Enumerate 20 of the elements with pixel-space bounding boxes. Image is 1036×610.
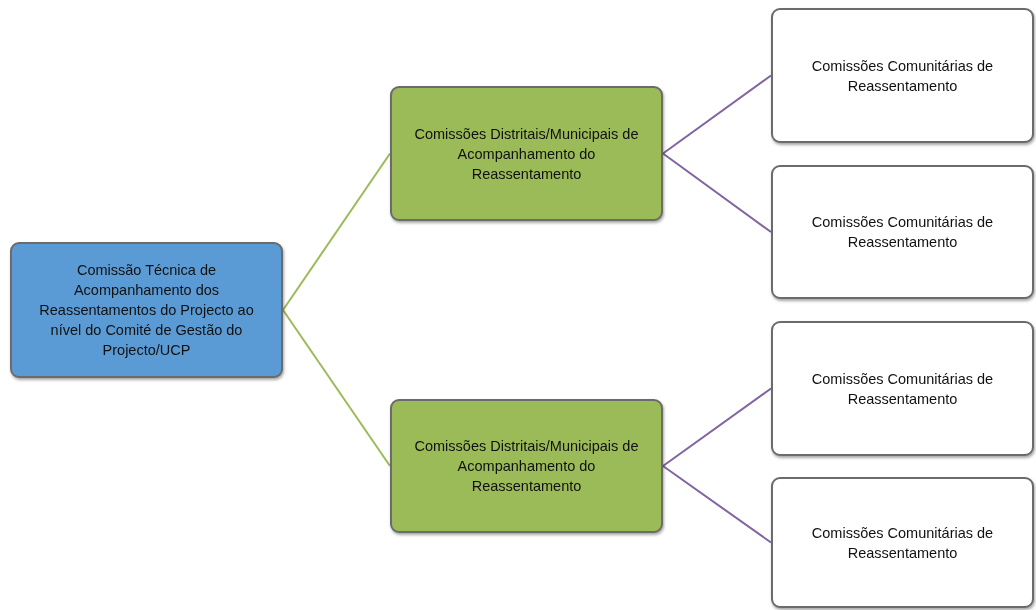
connector-line — [662, 387, 772, 467]
box-label: Comissões Comunitárias de Reassentamento — [810, 213, 995, 252]
org-box — [390, 399, 663, 533]
org-box — [771, 165, 1034, 299]
box-label: Comissões Comunitárias de Reassentamento — [810, 523, 995, 563]
box-label: Comissão Técnica de Acompanhamento dos Reassentamentos do Projecto ao nível do Comité de Gestão do Projecto/UCP — [38, 261, 255, 360]
org-box — [390, 86, 663, 221]
connector-line — [662, 74, 772, 155]
box-label: Comissões Comunitárias de Reassentamento — [810, 56, 995, 96]
connector-line — [282, 309, 391, 467]
org-box — [10, 242, 283, 378]
org-box — [771, 321, 1034, 456]
box-label: Comissões Distritais/Municipais de Acompanhamento do Reassentamento — [413, 437, 640, 496]
connector-line — [662, 152, 772, 233]
connector-line — [662, 465, 772, 544]
connector-line — [282, 152, 391, 311]
org-box — [771, 8, 1034, 143]
org-box — [771, 477, 1034, 608]
box-label: Comissões Comunitárias de Reassentamento — [810, 369, 995, 409]
box-label: Comissões Distritais/Municipais de Acompanhamento do Reassentamento — [413, 124, 640, 184]
